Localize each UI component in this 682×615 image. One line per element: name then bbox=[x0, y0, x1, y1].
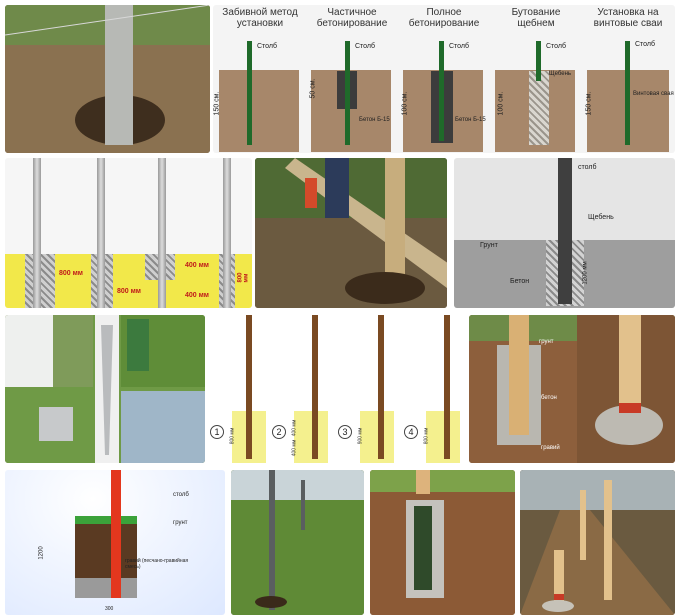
gravel-label-4: Щебень bbox=[549, 71, 572, 77]
wood-post-3 bbox=[378, 315, 384, 459]
concrete-photo-label-ground: грунт bbox=[539, 339, 554, 345]
post-label: столб bbox=[578, 164, 597, 171]
step-number-3: 3 bbox=[338, 425, 352, 439]
numbered-depth-2: 400 мм bbox=[291, 419, 298, 437]
photo-installing-wooden-post bbox=[255, 158, 447, 308]
concrete-label-2: Бетон Б-15 bbox=[359, 117, 390, 123]
metal-post-1 bbox=[33, 158, 41, 308]
red-post bbox=[111, 470, 121, 598]
ground-label: Грунт bbox=[480, 242, 498, 249]
soil-block-3 bbox=[360, 411, 394, 463]
step-number-2: 2 bbox=[272, 425, 286, 439]
numbered-depth-1: 800 мм bbox=[229, 427, 236, 445]
red-ground-label: грунт bbox=[173, 520, 188, 526]
pile-label-5: Винтовая свая bbox=[633, 91, 674, 97]
post-label-1: Столб bbox=[257, 43, 278, 50]
method-title-4: Бутование щебнем bbox=[511, 7, 561, 29]
wood-post-4 bbox=[444, 315, 450, 459]
step-number-4: 4 bbox=[404, 425, 418, 439]
post-4 bbox=[536, 41, 541, 81]
method-title-1: Забивной метод установки bbox=[222, 7, 298, 29]
concrete-label-3: Бетон Б-15 bbox=[455, 117, 486, 123]
wood-post-concrete-illustration bbox=[370, 470, 515, 615]
depth-label-5: 150 см. bbox=[585, 91, 593, 116]
concrete-photo-label-gravel: гравий bbox=[541, 445, 560, 451]
photo-row-of-wood-posts bbox=[520, 470, 675, 615]
depth-label-b: 800 мм bbox=[117, 288, 141, 295]
red-post-diagram: столб грунт гравий (песчано-гравийная см… bbox=[5, 470, 225, 615]
photo-concrete-cross-section: грунт бетон гравий bbox=[469, 315, 675, 463]
wood-post-2 bbox=[312, 315, 318, 459]
photo-metal-posts-in-garden bbox=[231, 470, 364, 615]
depth-label-a: 800 мм bbox=[59, 270, 83, 277]
depth-label-d: 400 мм bbox=[185, 292, 209, 299]
anchor-collage-illustration bbox=[5, 315, 205, 463]
method-col-1: Забивной метод установки Столб 150 см. bbox=[213, 5, 305, 153]
method-title-3: Полное бетонирование bbox=[408, 7, 480, 29]
wood-post-1 bbox=[246, 315, 252, 459]
red-depth-label: 1200 bbox=[38, 546, 45, 560]
depth-label-3: 100 см. bbox=[401, 91, 409, 116]
method-title-2: Частичное бетонирование bbox=[316, 7, 388, 29]
methods-diagram: Забивной метод установки Столб 150 см. Ч… bbox=[213, 5, 675, 153]
concrete-label: Бетон bbox=[510, 278, 530, 285]
depth-label-4: 100 см. bbox=[497, 91, 505, 116]
concrete-photo-label-concrete: бетон bbox=[541, 395, 557, 401]
post-2 bbox=[345, 41, 350, 145]
dark-post bbox=[558, 158, 572, 304]
photo-collage-anchors bbox=[5, 315, 205, 463]
post-3 bbox=[439, 41, 444, 141]
ground-block-1 bbox=[219, 70, 299, 152]
post-label-4: Столб bbox=[546, 43, 567, 50]
post-label-3: Столб bbox=[449, 43, 470, 50]
post-label-2: Столб bbox=[355, 43, 376, 50]
photo-wood-post-concrete bbox=[370, 470, 515, 615]
grey-depth-diagram: столб Щебень Грунт Бетон 1200 мм bbox=[454, 158, 675, 308]
red-width-label: 300 bbox=[105, 606, 114, 612]
numbered-depth-4: 900 мм bbox=[357, 427, 364, 445]
post-hole-illustration bbox=[5, 5, 210, 153]
metal-post-2 bbox=[97, 158, 105, 308]
method-col-2: Частичное бетонирование Столб 50 см. Бет… bbox=[305, 5, 397, 153]
depth-label-2: 50 см. bbox=[309, 78, 317, 99]
method-col-5: Установка на винтовые сваи Столб Винтова… bbox=[581, 5, 675, 153]
red-gravel-label: гравий (песчано-гравийная смесь) bbox=[125, 558, 189, 570]
gravel-label: Щебень bbox=[588, 214, 614, 221]
gravel-block-4 bbox=[529, 71, 549, 145]
garden-posts-illustration bbox=[231, 470, 364, 615]
soil-block-2 bbox=[294, 411, 328, 463]
numbered-depth-5: 800 мм bbox=[423, 427, 430, 445]
red-post-label: столб bbox=[173, 492, 189, 498]
concrete-section-illustration bbox=[469, 315, 675, 463]
numbered-posts-diagram: 1 2 3 4 800 мм 400 мм 400 мм 900 мм 800 … bbox=[210, 315, 462, 465]
grass-top bbox=[75, 516, 137, 524]
row-of-posts-illustration bbox=[520, 470, 675, 615]
depth-label-1: 150 см. bbox=[213, 91, 221, 116]
numbered-depth-3: 400 мм bbox=[291, 439, 298, 457]
metal-post-3 bbox=[158, 158, 166, 308]
post-5 bbox=[625, 41, 630, 145]
metal-post-4 bbox=[223, 158, 231, 308]
post-label-5: Столб bbox=[635, 41, 656, 48]
method-title-5: Установка на винтовые сваи bbox=[593, 7, 663, 29]
soil-block-4 bbox=[426, 411, 460, 463]
gravel-layer bbox=[75, 578, 137, 598]
depth-label-e: 800 мм bbox=[237, 272, 250, 283]
photo-post-in-hole bbox=[5, 5, 210, 153]
depth-label-c: 400 мм bbox=[185, 262, 209, 269]
installing-post-illustration bbox=[255, 158, 447, 308]
method-col-3: Полное бетонирование Столб 100 см. Бетон… bbox=[397, 5, 489, 153]
method-col-4: Бутование щебнем Столб Щебень 100 см. bbox=[489, 5, 581, 153]
step-number-1: 1 bbox=[210, 425, 224, 439]
depth-label: 1200 мм bbox=[582, 261, 589, 285]
post-1 bbox=[247, 41, 252, 145]
yellow-posts-diagram: 800 мм 800 мм 400 мм 400 мм 800 мм bbox=[5, 158, 252, 308]
